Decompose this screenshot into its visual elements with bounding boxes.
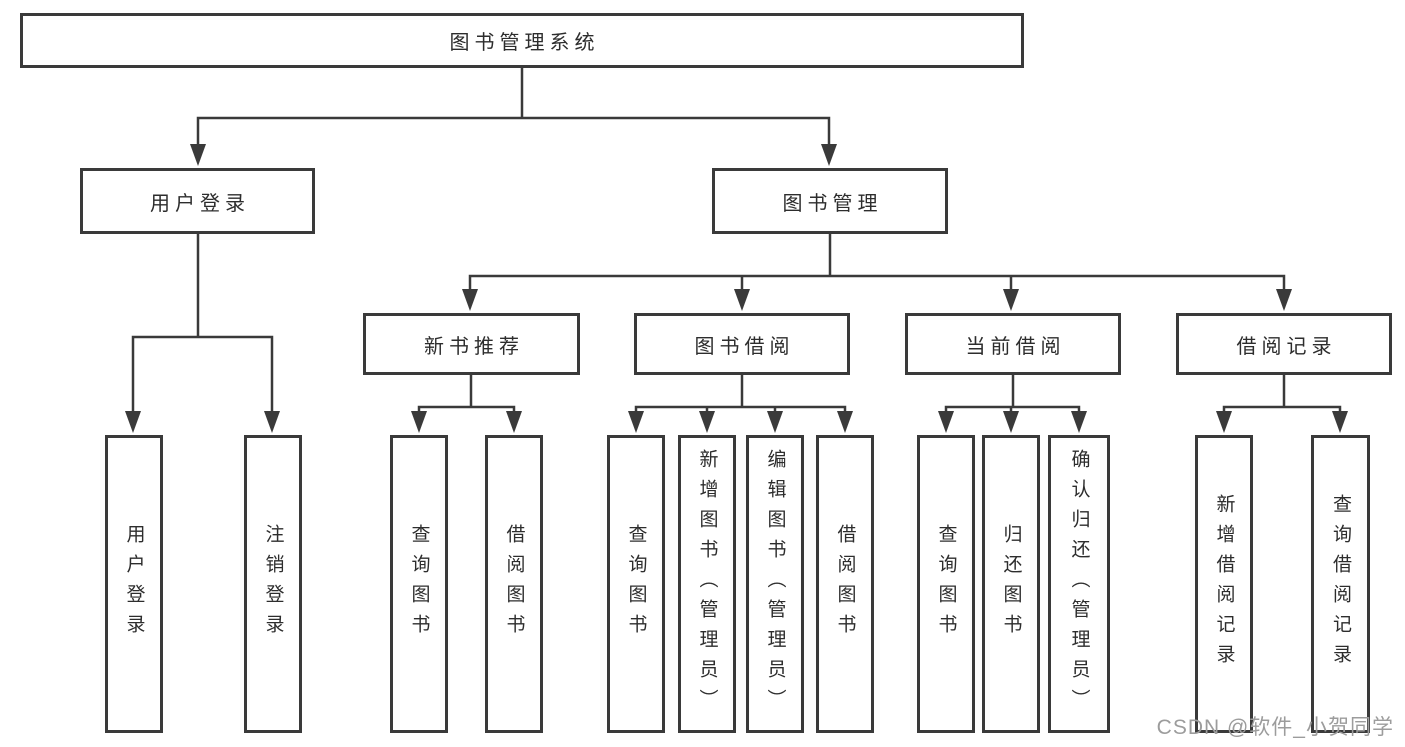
node-borrowing-records: 借阅记录 [1176, 313, 1392, 375]
node-label: 当前借阅 [965, 335, 1066, 358]
node-label: 图书借阅 [694, 335, 795, 358]
node-label: 图书管理 [782, 192, 883, 215]
node-label: 确认归还（管理员） [1068, 449, 1090, 719]
node-label: 新增借阅记录 [1213, 494, 1235, 674]
node-label: 查询图书 [625, 524, 647, 644]
node-query-books-recommend: 查询图书 [390, 435, 448, 733]
node-confirm-return-admin: 确认归还（管理员） [1048, 435, 1110, 733]
node-label: 查询借阅记录 [1330, 494, 1351, 674]
node-label: 借阅图书 [834, 524, 856, 644]
node-new-book-recommendation: 新书推荐 [363, 313, 580, 375]
node-book-borrowing: 图书借阅 [634, 313, 850, 375]
arrowheads [125, 144, 1348, 433]
node-current-borrowing: 当前借阅 [905, 313, 1121, 375]
csdn-watermark: CSDN @软件_小贺同学 [1156, 716, 1394, 739]
node-label: 新增图书（管理员） [696, 449, 718, 719]
node-label: 借阅图书 [503, 524, 525, 644]
node-label: 用户登录 [123, 524, 145, 644]
node-logout-action: 注销登录 [244, 435, 302, 733]
node-label: 归还图书 [1000, 524, 1022, 644]
node-label: 查询图书 [408, 524, 430, 644]
node-borrow-books: 借阅图书 [816, 435, 874, 733]
node-label: 编辑图书（管理员） [764, 449, 786, 719]
node-label: 注销登录 [262, 524, 284, 644]
node-label: 用户登录 [150, 192, 250, 215]
node-label: 新书推荐 [424, 335, 524, 358]
node-query-books-current: 查询图书 [917, 435, 975, 733]
node-add-borrow-record: 新增借阅记录 [1195, 435, 1253, 733]
node-edit-books-admin: 编辑图书（管理员） [746, 435, 804, 733]
node-borrow-books-recommend: 借阅图书 [485, 435, 543, 733]
node-query-books-borrow: 查询图书 [607, 435, 665, 733]
node-label: 查询图书 [935, 524, 957, 644]
node-label: 图书管理系统 [449, 32, 600, 54]
node-query-borrow-record: 查询借阅记录 [1311, 435, 1370, 733]
node-user-login-action: 用户登录 [105, 435, 163, 733]
node-label: 借阅记录 [1236, 335, 1337, 358]
node-return-books: 归还图书 [982, 435, 1040, 733]
node-add-books-admin: 新增图书（管理员） [678, 435, 736, 733]
node-book-management: 图书管理 [712, 168, 948, 234]
node-library-management-system: 图书管理系统 [20, 13, 1024, 68]
node-user-login: 用户登录 [80, 168, 315, 234]
